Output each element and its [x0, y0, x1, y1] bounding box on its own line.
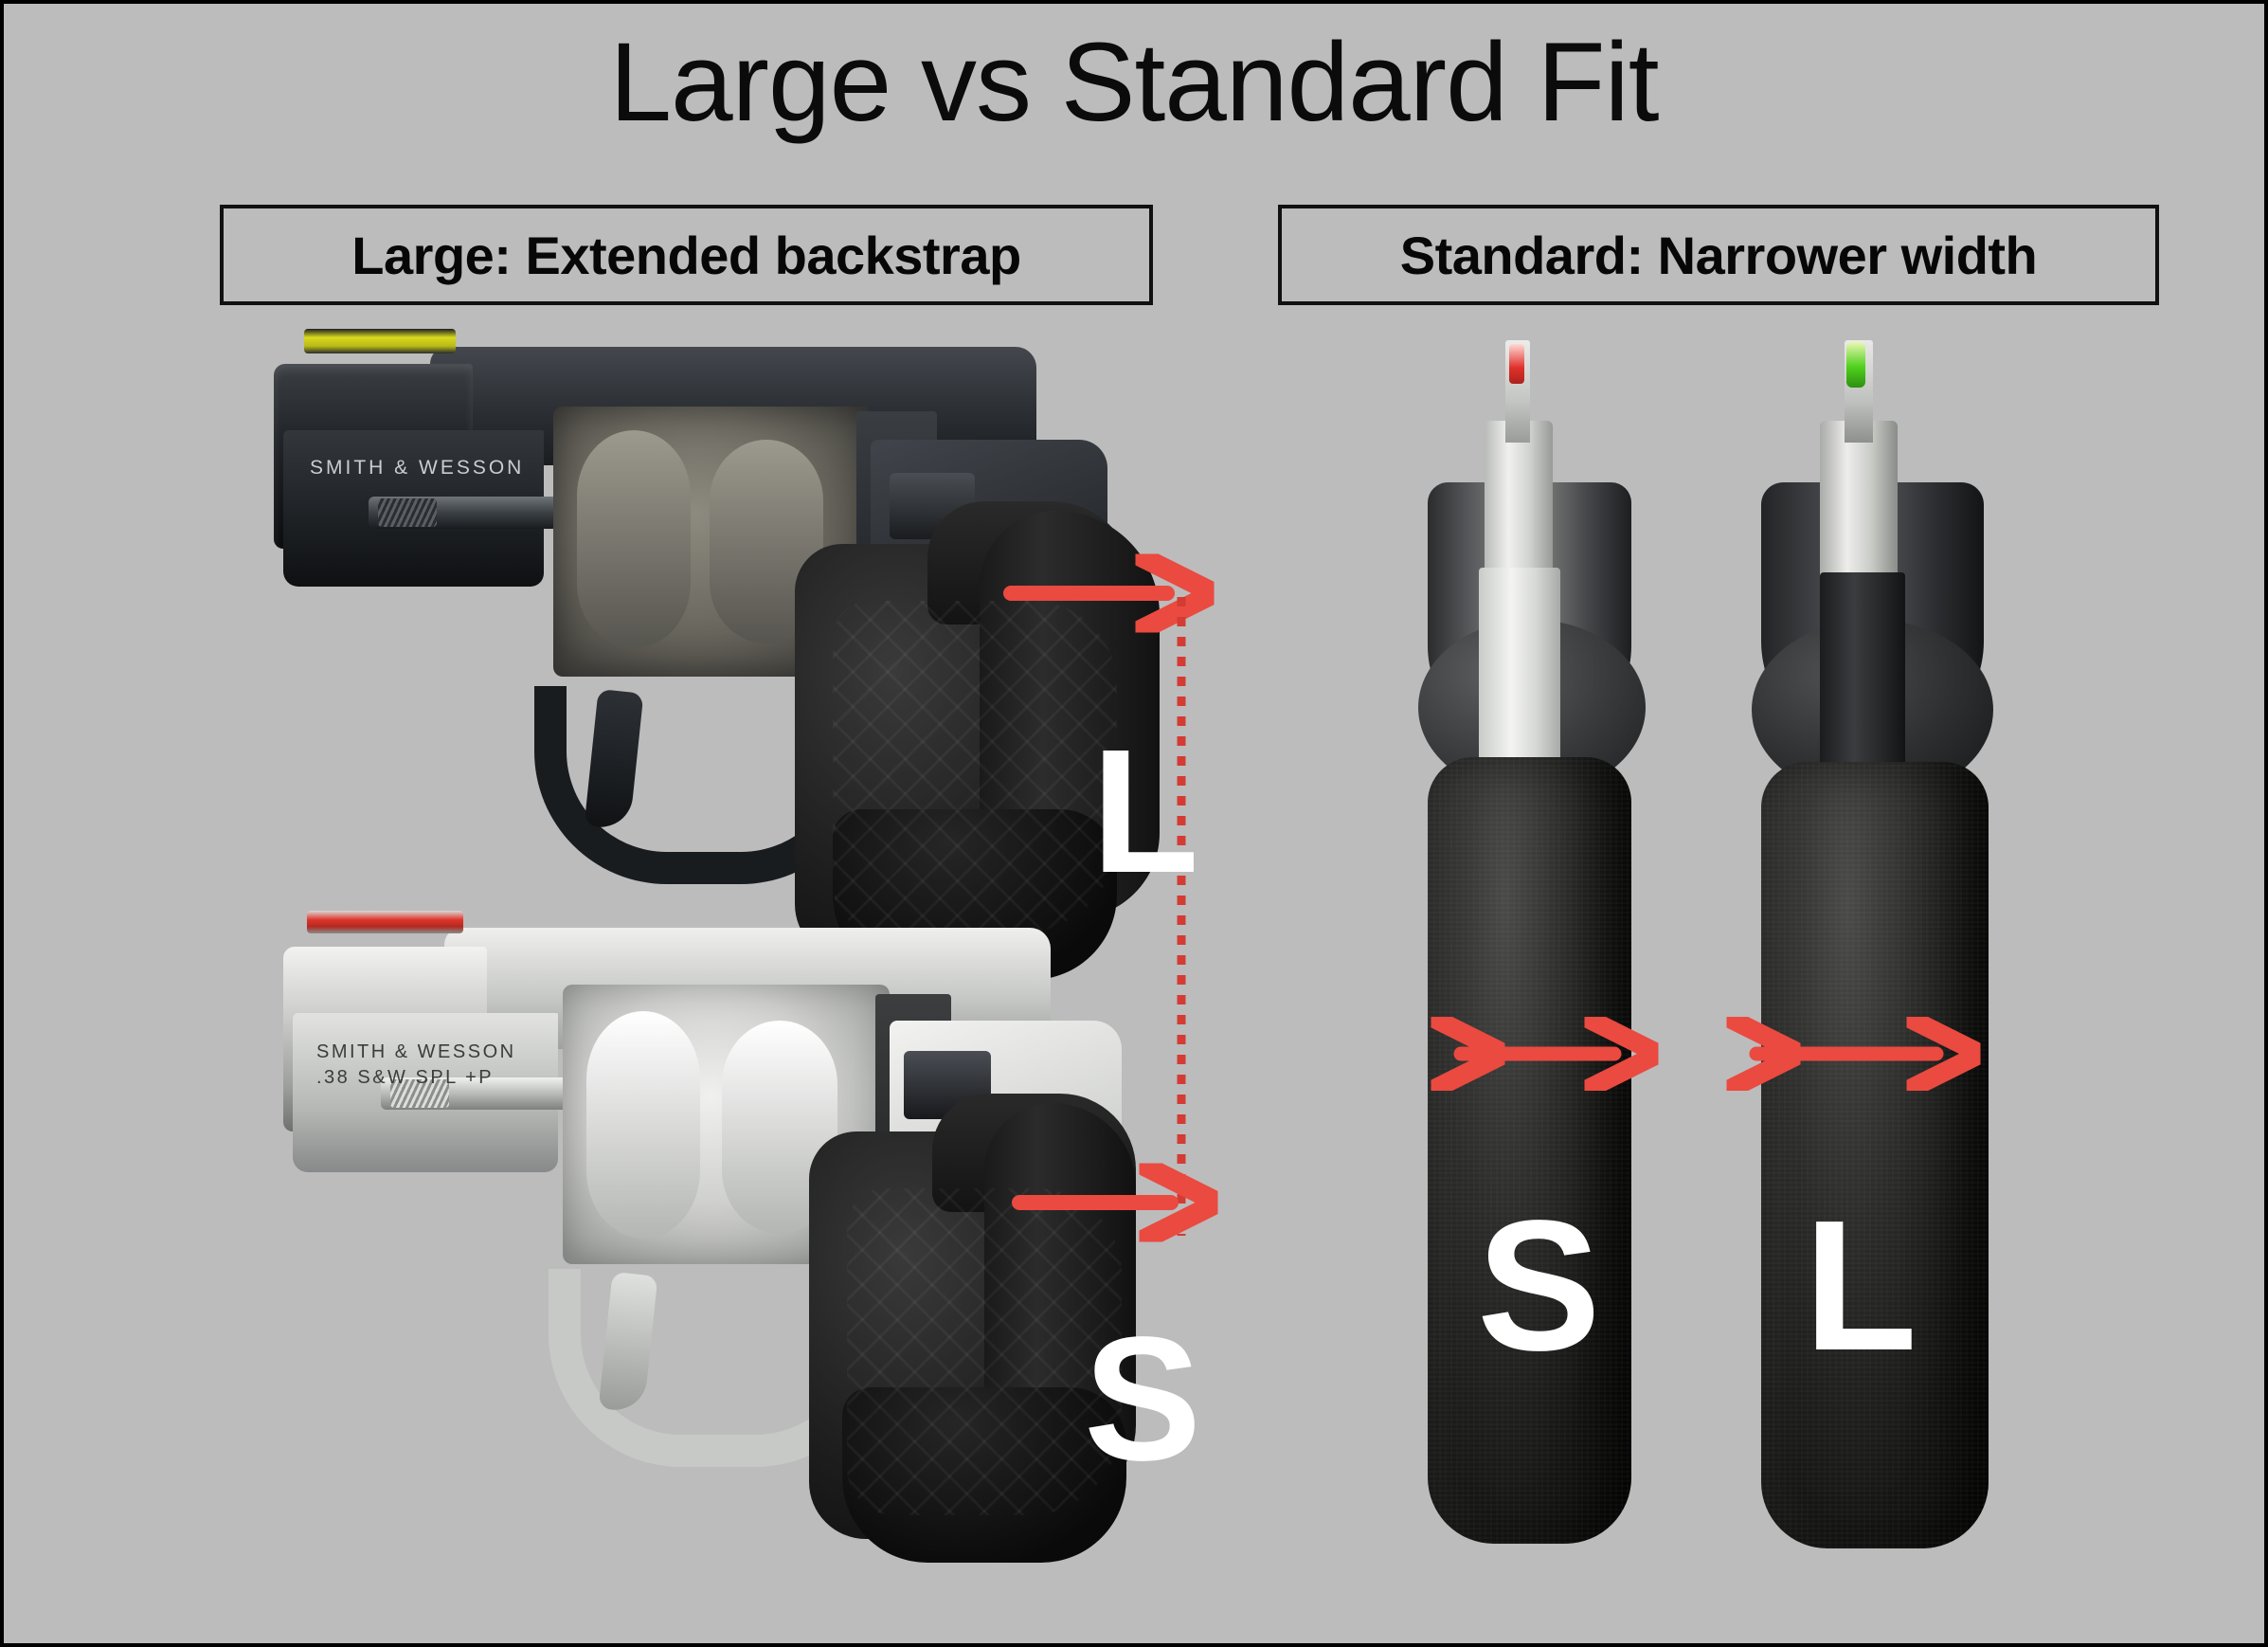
caption-label-large: Large: Extended backstrap [351, 225, 1021, 285]
barrel-roll-mark-bottom: SMITH & WESSON .38 S&W SPL +P [316, 1040, 516, 1091]
ejector-rod-knurling [378, 498, 437, 527]
cylinder-flute [577, 430, 691, 648]
front-view-grip-comparison [1382, 340, 2036, 1601]
grip-front-large [1761, 762, 1989, 1548]
cylinder [553, 407, 871, 677]
caption-label-standard: Standard: Narrower width [1399, 225, 2038, 285]
barrel-roll-mark-line1: SMITH & WESSON [316, 1041, 516, 1062]
grip-size-label-standard-front: S [1477, 1182, 1601, 1389]
caption-box-standard: Standard: Narrower width [1278, 205, 2159, 305]
cylinder-flute [586, 1011, 700, 1239]
caption-box-large: Large: Extended backstrap [220, 205, 1153, 305]
grip-front-standard [1428, 757, 1631, 1544]
grip-size-label-large-front: L [1804, 1182, 1917, 1389]
fiber-optic-red-icon [1509, 344, 1524, 384]
barrel-roll-mark-line2: .38 S&W SPL +P [316, 1067, 495, 1088]
barrel-roll-mark-top: SMITH & WESSON [310, 457, 525, 479]
grip-size-label-standard-side: S [1084, 1301, 1202, 1497]
barrel-front-face [1479, 568, 1560, 771]
fiber-optic-green-icon [1846, 342, 1865, 388]
front-sight-icon [307, 911, 463, 933]
grip-size-label-large-side: L [1091, 714, 1199, 910]
ejector-rod-knurling [390, 1079, 449, 1108]
front-sight-icon [304, 329, 456, 353]
barrel-front-face [1820, 572, 1905, 776]
page-title: Large vs Standard Fit [609, 20, 1659, 145]
grip-bottom [842, 1387, 1126, 1563]
